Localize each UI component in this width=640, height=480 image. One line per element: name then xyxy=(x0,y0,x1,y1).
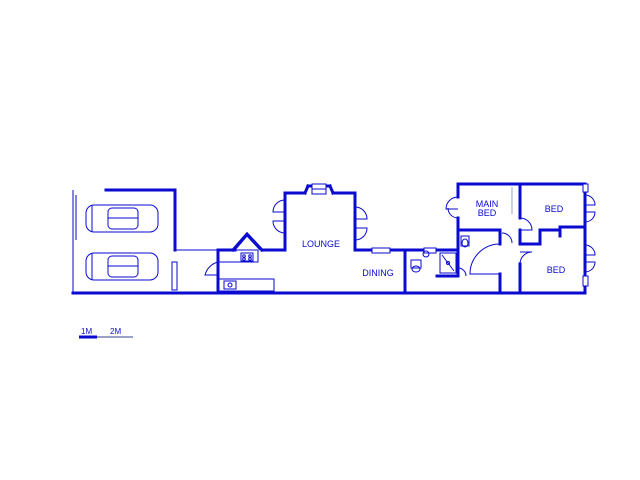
bed-label-2: BED xyxy=(547,265,566,275)
dining-label: DINING xyxy=(362,268,394,278)
lounge-label: LOUNGE xyxy=(302,239,340,249)
scale-label-2m: 2M xyxy=(110,327,121,336)
dining: DINING xyxy=(353,247,407,278)
main-bed-label-line1: MAIN xyxy=(476,199,499,209)
lounge: LOUNGE xyxy=(272,183,368,252)
scale-label-1m: 1M xyxy=(81,327,92,336)
scale-bar: 1M 2M xyxy=(79,327,133,339)
bathroom xyxy=(403,228,467,295)
bed-label-1: BED xyxy=(545,204,564,214)
kitchen xyxy=(204,231,287,295)
bedrooms: BED BED xyxy=(518,182,596,295)
car-bottom xyxy=(85,252,159,281)
main-bedroom: MAIN BED xyxy=(445,182,522,295)
car-top xyxy=(85,204,159,233)
main-bed-label-line2: BED xyxy=(478,208,497,218)
garage xyxy=(72,188,218,293)
